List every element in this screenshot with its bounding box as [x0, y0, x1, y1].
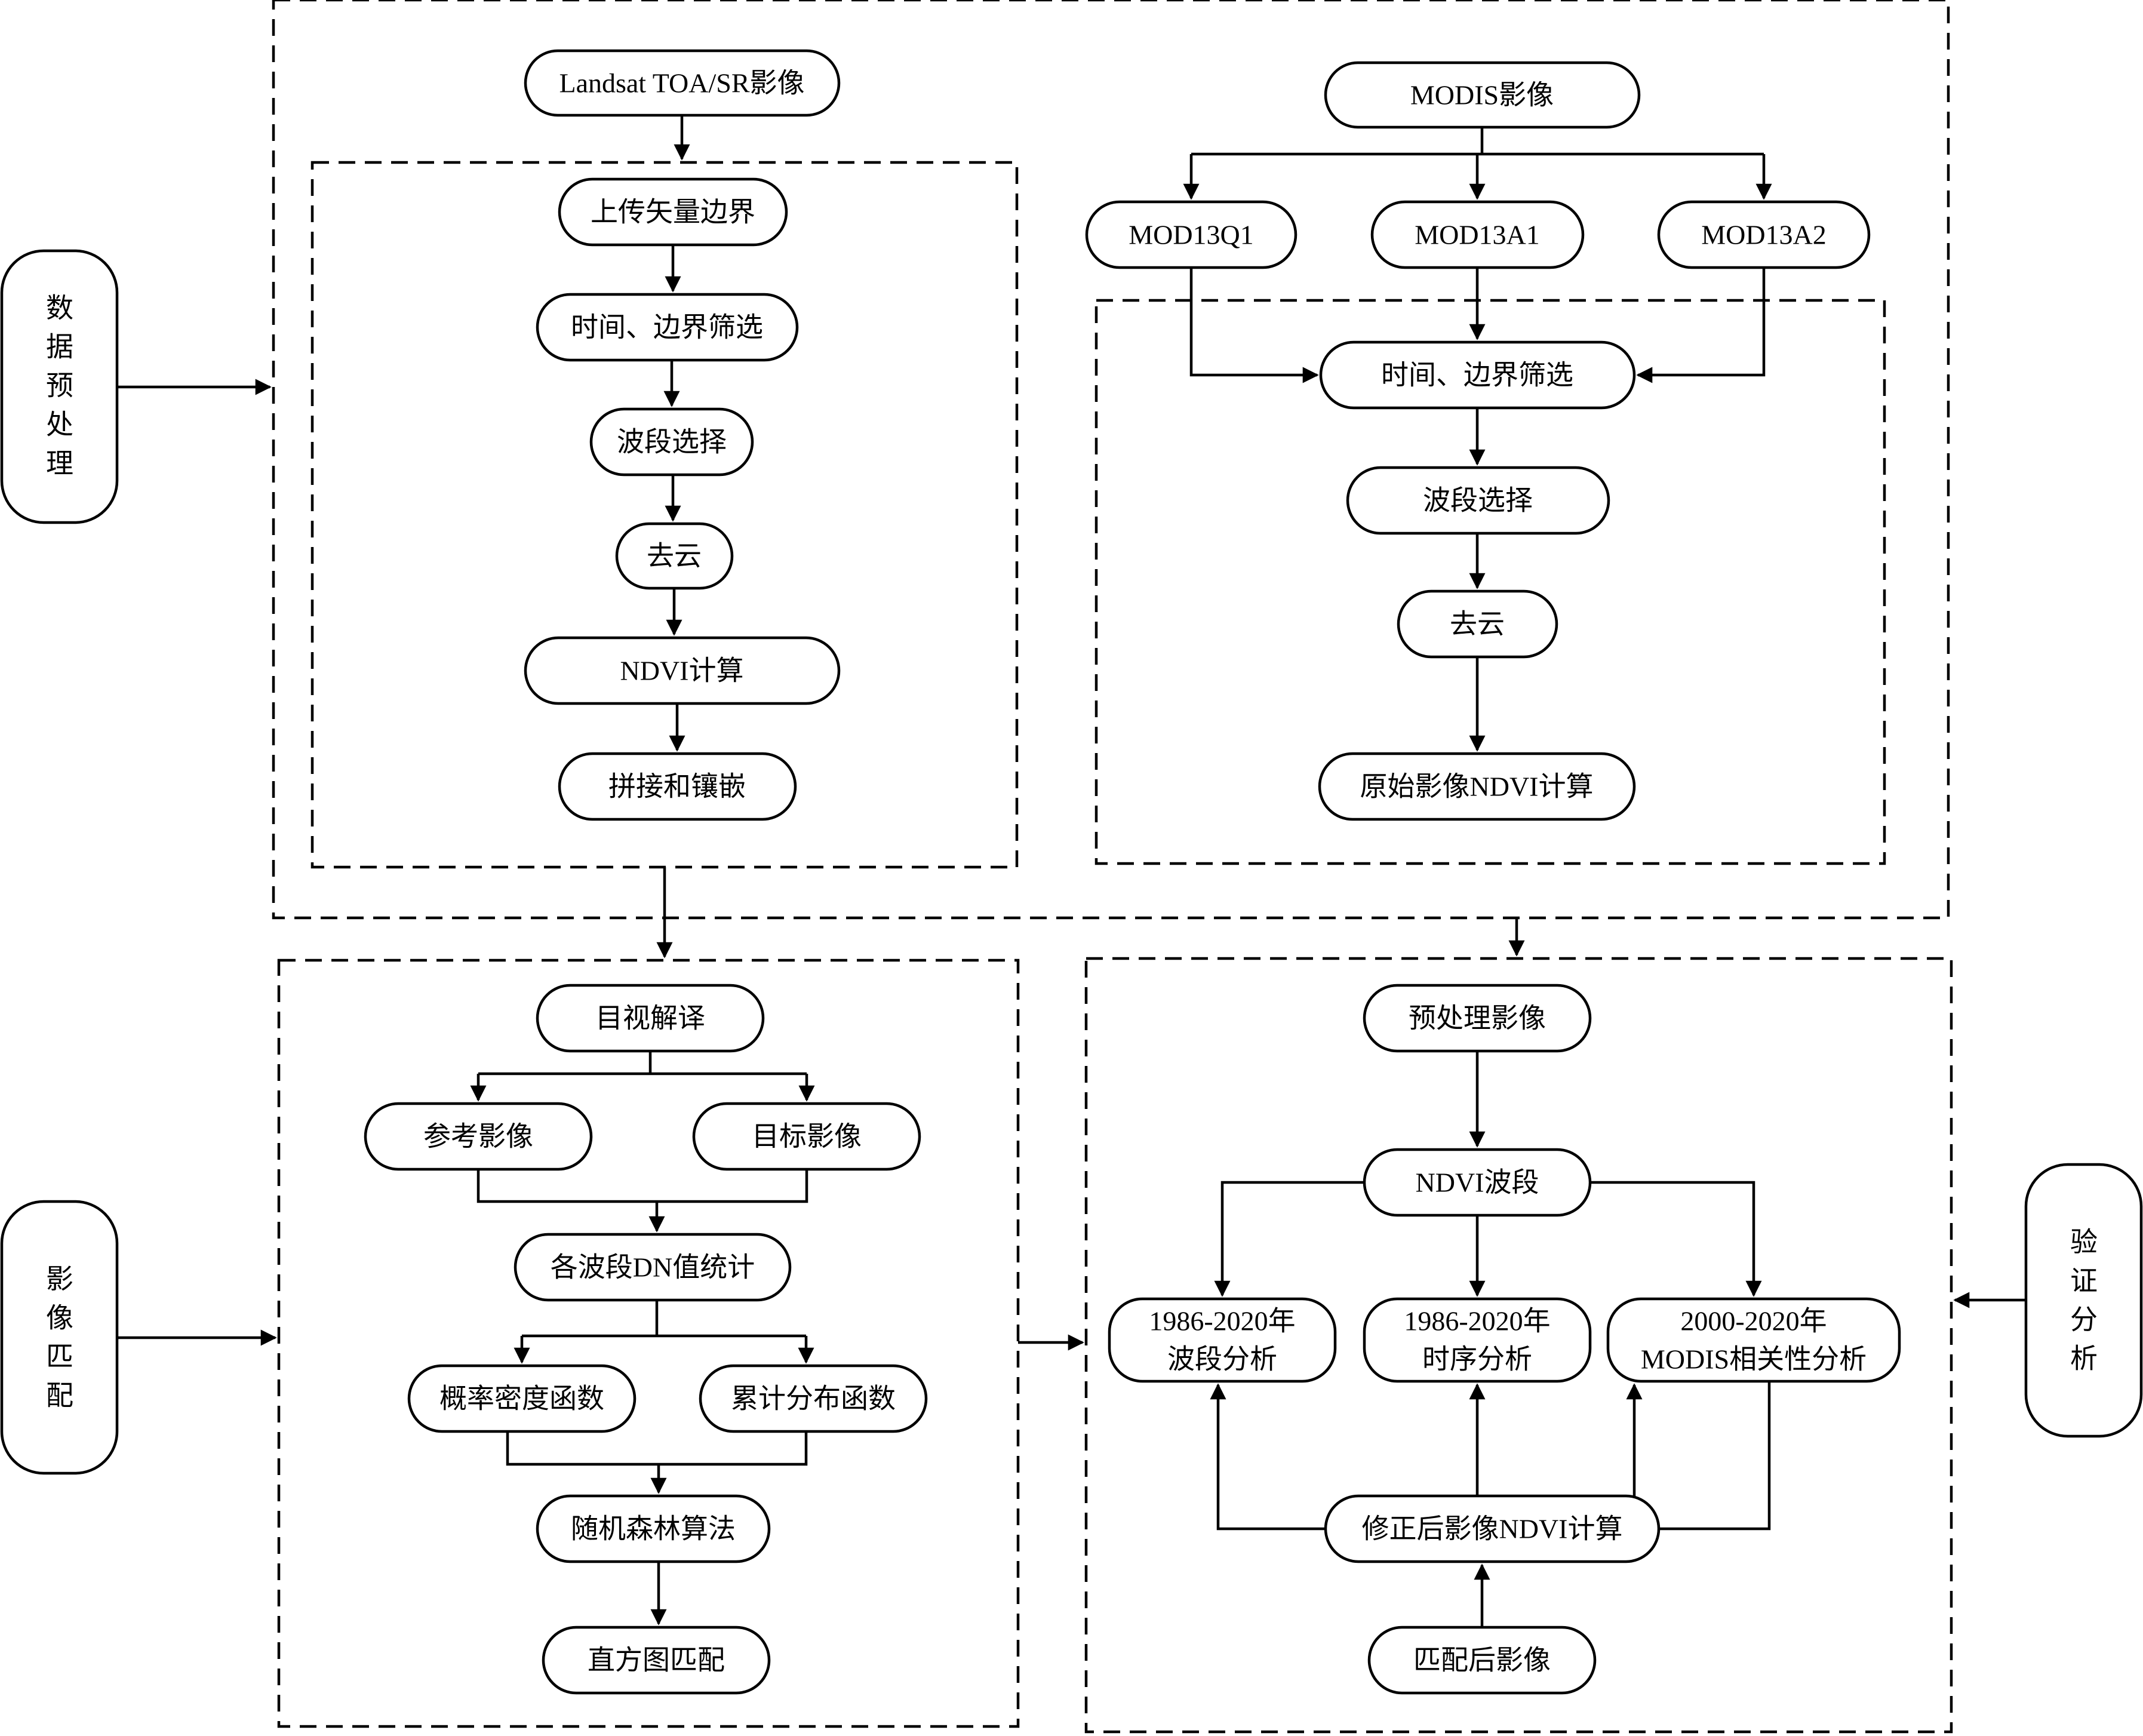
side-label-matching: 影 像 匹 配 [0, 1200, 119, 1475]
node-ndvi-band: NDVI波段 [1363, 1148, 1592, 1217]
svg-text:分: 分 [2070, 1305, 2098, 1335]
node-band-analysis: 1986-2020年 波段分析 [1108, 1297, 1337, 1383]
edge-modis-corr-feedback [1659, 1381, 1771, 1531]
modis-subregion [1094, 299, 1886, 865]
node-modis-ndvi: 原始影像NDVI计算 [1318, 752, 1636, 821]
svg-text:NDVI计算: NDVI计算 [620, 656, 744, 686]
svg-text:理: 理 [46, 448, 73, 479]
edge-corrected-to-band-analysis [1210, 1383, 1326, 1531]
svg-text:配: 配 [46, 1381, 73, 1411]
matching-region [277, 958, 1020, 1728]
svg-text:像: 像 [46, 1303, 73, 1334]
node-mod13q1: MOD13Q1 [1085, 200, 1298, 269]
svg-text:预: 预 [46, 371, 73, 401]
node-reference-image: 参考影像 [364, 1102, 593, 1171]
svg-text:去云: 去云 [647, 541, 702, 572]
svg-text:波段选择: 波段选择 [617, 427, 727, 457]
node-landsat-filter: 时间、边界筛选 [536, 293, 799, 362]
edge-ndvi-to-band-analysis [1214, 1181, 1364, 1297]
svg-text:时间、边界筛选: 时间、边界筛选 [1381, 360, 1573, 391]
svg-text:MOD13A1: MOD13A1 [1415, 220, 1540, 250]
node-landsat-source: Landsat TOA/SR影像 [524, 49, 841, 117]
svg-text:MOD13A2: MOD13A2 [1701, 220, 1827, 250]
svg-text:各波段DN值统计: 各波段DN值统计 [551, 1252, 755, 1283]
svg-text:时序分析: 时序分析 [1422, 1344, 1532, 1375]
node-visual-interpretation: 目视解译 [536, 984, 765, 1053]
node-histogram-matching: 直方图匹配 [542, 1626, 771, 1695]
connectors [117, 115, 2026, 1627]
svg-text:参考影像: 参考影像 [423, 1122, 533, 1152]
svg-text:MODIS相关性分析: MODIS相关性分析 [1641, 1344, 1867, 1375]
edge-functions-merge [506, 1431, 808, 1466]
svg-text:据: 据 [46, 332, 73, 362]
node-landsat-ndvi: NDVI计算 [524, 636, 841, 705]
node-pdf: 概率密度函数 [407, 1364, 637, 1433]
node-landsat-mosaic: 拼接和镶嵌 [558, 752, 797, 821]
svg-text:MOD13Q1: MOD13Q1 [1129, 220, 1254, 250]
svg-text:影: 影 [46, 1264, 73, 1295]
svg-text:匹: 匹 [46, 1342, 73, 1372]
svg-text:证: 证 [2070, 1266, 2098, 1296]
svg-text:原始影像NDVI计算: 原始影像NDVI计算 [1360, 772, 1594, 802]
svg-text:拼接和镶嵌: 拼接和镶嵌 [608, 772, 746, 802]
node-preprocessed-image: 预处理影像 [1363, 984, 1592, 1053]
svg-text:MODIS影像: MODIS影像 [1410, 80, 1554, 110]
svg-text:匹配后影像: 匹配后影像 [1413, 1645, 1551, 1676]
svg-text:去云: 去云 [1450, 609, 1505, 640]
edge-q1-to-filter [1189, 268, 1319, 383]
svg-text:上传矢量边界: 上传矢量边界 [591, 197, 755, 228]
svg-text:2000-2020年: 2000-2020年 [1680, 1306, 1827, 1336]
svg-text:1986-2020年: 1986-2020年 [1149, 1306, 1295, 1336]
svg-text:随机森林算法: 随机森林算法 [571, 1514, 736, 1544]
node-time-analysis: 1986-2020年 时序分析 [1363, 1297, 1592, 1383]
svg-text:时间、边界筛选: 时间、边界筛选 [571, 312, 763, 343]
svg-text:目标影像: 目标影像 [752, 1122, 862, 1152]
svg-text:数: 数 [46, 293, 73, 324]
svg-text:析: 析 [2070, 1344, 2098, 1374]
edge-images-merge [476, 1169, 808, 1203]
node-landsat-band: 波段选择 [589, 407, 754, 477]
svg-text:直方图匹配: 直方图匹配 [588, 1645, 725, 1676]
node-corrected-ndvi: 修正后影像NDVI计算 [1324, 1494, 1661, 1563]
svg-text:NDVI波段: NDVI波段 [1416, 1167, 1539, 1198]
edge-ndvi-to-modis-corr [1590, 1181, 1762, 1297]
node-modis-source: MODIS影像 [1324, 61, 1641, 129]
analysis-region [1084, 957, 1953, 1734]
svg-text:修正后影像NDVI计算: 修正后影像NDVI计算 [1362, 1514, 1623, 1544]
node-mod13a1: MOD13A1 [1370, 200, 1585, 269]
node-cdf: 累计分布函数 [699, 1364, 928, 1433]
svg-text:波段选择: 波段选择 [1423, 486, 1533, 516]
preprocess-region [272, 0, 1950, 920]
node-modis-band: 波段选择 [1346, 466, 1610, 535]
svg-text:1986-2020年: 1986-2020年 [1404, 1306, 1550, 1336]
svg-text:Landsat TOA/SR影像: Landsat TOA/SR影像 [559, 68, 804, 99]
node-modis-cloud: 去云 [1397, 589, 1558, 659]
svg-text:验: 验 [2070, 1227, 2098, 1258]
node-modis-filter: 时间、边界筛选 [1319, 340, 1636, 410]
edge-a2-to-filter [1636, 268, 1766, 383]
node-dn-stats: 各波段DN值统计 [514, 1233, 792, 1302]
svg-text:预处理影像: 预处理影像 [1409, 1003, 1546, 1034]
svg-text:波段分析: 波段分析 [1167, 1344, 1277, 1375]
side-label-preprocess: 数 据 预 处 理 [0, 249, 119, 524]
svg-text:概率密度函数: 概率密度函数 [439, 1384, 604, 1414]
svg-text:目视解译: 目视解译 [595, 1003, 705, 1034]
node-random-forest: 随机森林算法 [536, 1494, 771, 1563]
node-landsat-cloud: 去云 [615, 522, 734, 590]
node-modis-correlation: 2000-2020年 MODIS相关性分析 [1606, 1297, 1901, 1383]
side-label-validation: 验 证 分 析 [2024, 1163, 2143, 1438]
node-mod13a2: MOD13A2 [1657, 200, 1871, 269]
node-matched-image: 匹配后影像 [1367, 1626, 1597, 1695]
node-target-image: 目标影像 [692, 1102, 921, 1171]
svg-text:累计分布函数: 累计分布函数 [731, 1384, 896, 1414]
svg-text:处: 处 [46, 410, 73, 440]
node-landsat-upload: 上传矢量边界 [558, 177, 788, 247]
